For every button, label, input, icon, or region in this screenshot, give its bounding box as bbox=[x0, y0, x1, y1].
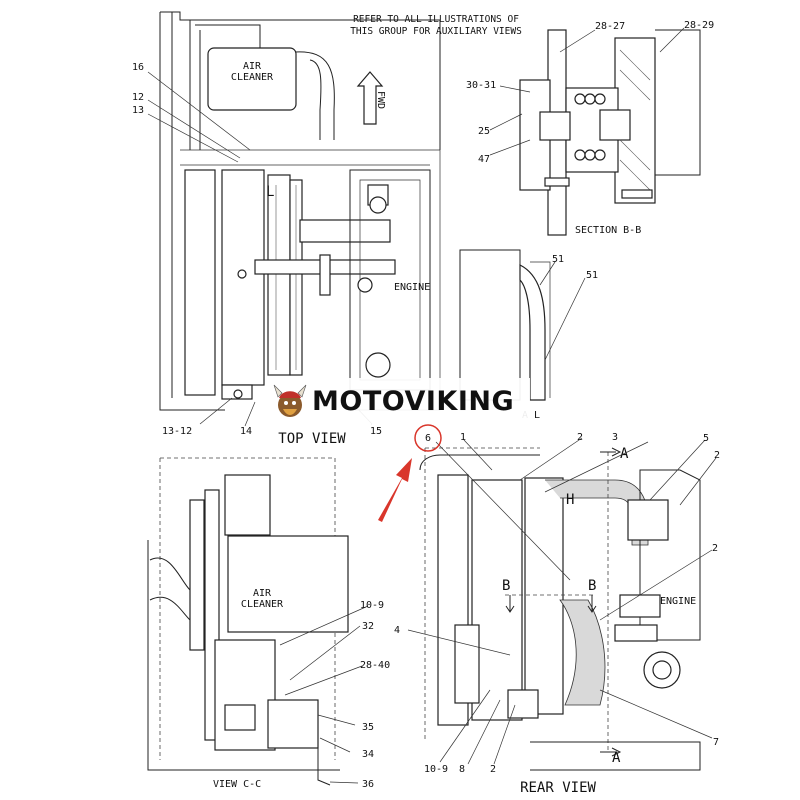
callout-12: 12 bbox=[132, 92, 144, 103]
engine-top-label: ENGINE bbox=[394, 282, 430, 293]
view-marker-H: H bbox=[566, 492, 574, 508]
callout-51-b: 51 bbox=[586, 270, 598, 281]
air-cleaner-top-label-1: AIR bbox=[243, 61, 262, 72]
callout-c-34: 34 bbox=[362, 749, 374, 760]
callout-rear-2b: 2 bbox=[714, 450, 720, 461]
highlight-arrow-icon bbox=[378, 458, 412, 522]
callout-rear-2a: 2 bbox=[577, 432, 583, 443]
callout-25: 25 bbox=[478, 126, 490, 137]
rear-core bbox=[471, 479, 523, 721]
fwd-arrow bbox=[356, 71, 384, 125]
c-base-box bbox=[267, 699, 319, 749]
view-marker-L: L bbox=[266, 184, 274, 200]
callout-15: 15 bbox=[370, 426, 382, 437]
air-cleaner-c-label-1: AIR bbox=[253, 588, 272, 599]
callout-rear-5: 5 bbox=[703, 433, 709, 444]
callout-30-31: 30-31 bbox=[466, 80, 496, 91]
section-B-left: B bbox=[502, 578, 510, 594]
cross-beam bbox=[299, 219, 391, 243]
top-view-title: TOP VIEW bbox=[278, 431, 346, 447]
callout-rear-6: 6 bbox=[425, 433, 431, 444]
reference-note: REFER TO ALL ILLUSTRATIONS OF THIS GROUP… bbox=[350, 14, 522, 37]
fwd-label: FWD bbox=[375, 91, 386, 109]
section-A-top: A bbox=[620, 446, 629, 462]
partial-view-mark: A L bbox=[522, 410, 540, 421]
callout-c-28-40: 28-40 bbox=[360, 660, 390, 671]
fan-shroud bbox=[267, 174, 291, 376]
watermark-banner: MOTOVIKING bbox=[268, 378, 530, 424]
callout-rear-7: 7 bbox=[713, 737, 719, 748]
c-radiator-edge bbox=[189, 499, 205, 651]
watermark-brand-text: MOTOVIKING bbox=[312, 385, 515, 417]
air-cleaner-c bbox=[227, 535, 349, 633]
callout-rear-2d: 2 bbox=[490, 764, 496, 775]
air-cleaner-c-label-2: CLEANER bbox=[241, 599, 284, 610]
callout-47: 47 bbox=[478, 154, 490, 165]
view-c-title: VIEW C-C bbox=[213, 779, 261, 790]
callout-51-a: 51 bbox=[552, 254, 564, 265]
callout-c-32: 32 bbox=[362, 621, 374, 632]
rear-view-title: REAR VIEW bbox=[520, 780, 596, 796]
callout-rear-2c: 2 bbox=[712, 543, 718, 554]
callout-c-10-9: 10-9 bbox=[360, 600, 384, 611]
rear-shroud bbox=[524, 477, 564, 715]
coolant-pipe-upper bbox=[545, 479, 649, 546]
coolant-pipe-lower bbox=[559, 599, 606, 706]
section-b-title: SECTION B-B bbox=[575, 225, 641, 236]
top-view: AIR CLEANER ENGINE L FWD bbox=[132, 11, 540, 447]
callout-28-29: 28-29 bbox=[684, 20, 714, 31]
callout-rear-10-9: 10-9 bbox=[424, 764, 448, 775]
callout-rear-1: 1 bbox=[460, 432, 466, 443]
view-c-c: AIR CLEANER 10-9 32 28-40 35 34 36 VIEW … bbox=[147, 457, 390, 790]
c-upper-box bbox=[224, 474, 271, 536]
section-A-bottom: A bbox=[612, 750, 621, 766]
highlight-circle bbox=[414, 424, 442, 452]
c-support-column bbox=[214, 639, 276, 751]
viking-mascot-icon bbox=[273, 384, 307, 417]
section-b-b: 28-27 28-29 30-31 25 47 SECTION B-B bbox=[466, 20, 714, 236]
callout-c-35: 35 bbox=[362, 722, 374, 733]
callout-rear-3: 3 bbox=[612, 432, 618, 443]
callout-rear-4: 4 bbox=[394, 625, 400, 636]
rear-view: A A B B H ENGINE 6 1 2 3 5 2 bbox=[394, 432, 720, 796]
callout-16: 16 bbox=[132, 62, 144, 73]
section-B-right: B bbox=[588, 578, 596, 594]
air-cleaner-top-label-2: CLEANER bbox=[231, 72, 274, 83]
callout-c-36: 36 bbox=[362, 779, 374, 790]
callout-28-27: 28-27 bbox=[595, 21, 625, 32]
callout-rear-8: 8 bbox=[459, 764, 465, 775]
note-line-2: THIS GROUP FOR AUXILIARY VIEWS bbox=[350, 26, 522, 37]
engine-rear-label: ENGINE bbox=[660, 596, 696, 607]
highlight-marker bbox=[378, 424, 442, 522]
callout-14: 14 bbox=[240, 426, 252, 437]
air-cleaner-top bbox=[207, 47, 297, 111]
callout-13-12: 13-12 bbox=[162, 426, 192, 437]
callout-13: 13 bbox=[132, 105, 144, 116]
radiator-core-outer bbox=[184, 169, 216, 396]
